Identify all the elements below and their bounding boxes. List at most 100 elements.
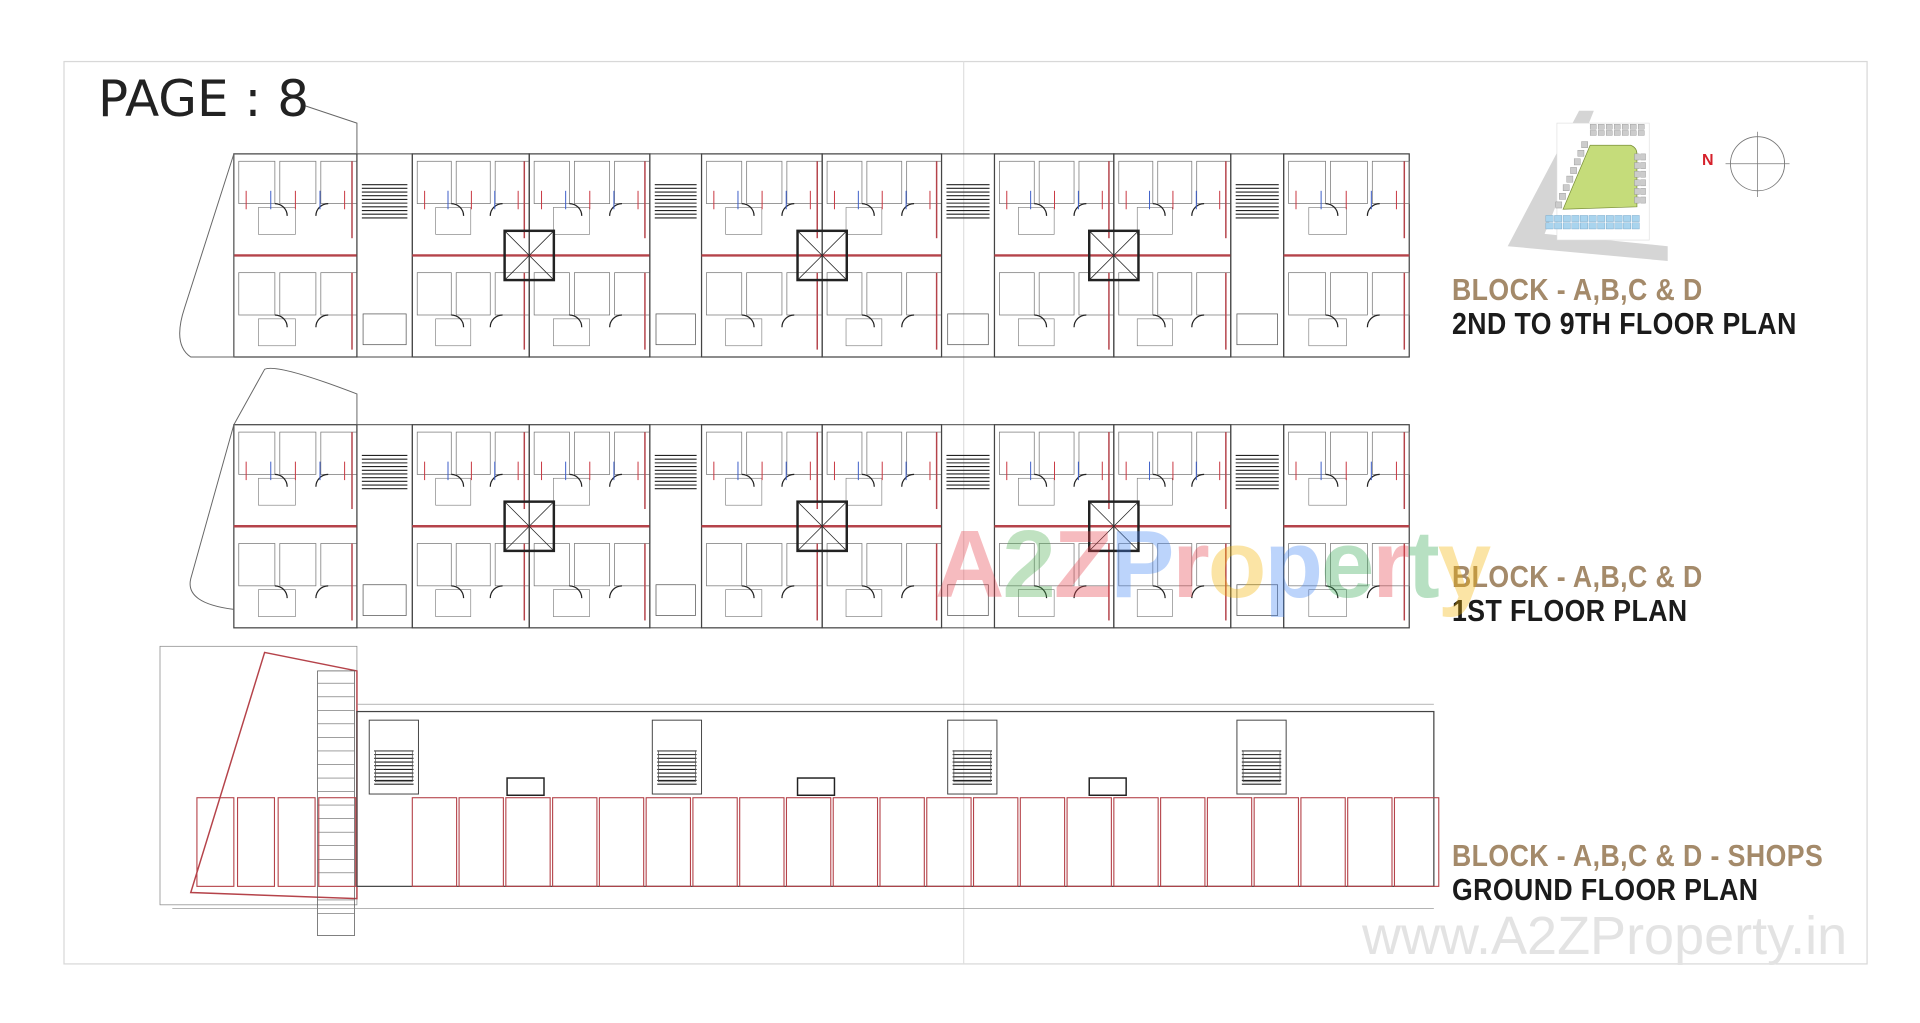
door-swing (1073, 473, 1087, 487)
door-swing (861, 314, 875, 328)
room (533, 543, 570, 587)
shop (552, 797, 598, 887)
tower-highlighted (1605, 222, 1614, 230)
door-swing (489, 314, 503, 328)
shop (645, 797, 692, 887)
north-label: N (1702, 152, 1714, 169)
shop (1019, 797, 1066, 887)
toilet (1308, 477, 1347, 506)
shop (236, 797, 276, 887)
room (999, 543, 1035, 587)
stair-core (651, 719, 703, 795)
duct-cross (797, 230, 848, 281)
tower (1640, 153, 1646, 161)
duct-cross (1088, 501, 1139, 552)
room (1371, 431, 1410, 475)
room (1157, 272, 1193, 316)
shop (1393, 797, 1440, 887)
tower-highlighted (1571, 222, 1580, 230)
toilet (725, 589, 763, 617)
door-swing (861, 585, 875, 599)
logo-letter: o (1207, 511, 1267, 618)
room (1038, 431, 1075, 475)
door-swing (781, 202, 795, 216)
room (1118, 543, 1154, 587)
toilet (845, 589, 883, 617)
tower-highlighted (1580, 222, 1588, 230)
a2zproperty-logo-watermark: A2ZProperty (935, 510, 1491, 620)
door-swing (1325, 473, 1339, 487)
door-swing (1325, 314, 1339, 328)
tower (1589, 130, 1597, 136)
door-swing (901, 314, 915, 328)
door-swing (781, 314, 795, 328)
room (416, 543, 452, 587)
room (706, 160, 743, 204)
room (706, 272, 743, 316)
tower (1640, 188, 1646, 195)
duct-cross (504, 501, 555, 552)
door-swing (569, 202, 583, 216)
site-boundary (189, 367, 358, 610)
door-swing (901, 202, 915, 216)
room (238, 431, 276, 475)
door-swing (1152, 585, 1166, 599)
tower (1597, 124, 1605, 130)
door-swing (1325, 585, 1339, 599)
door-swing (451, 585, 465, 599)
tower (1570, 167, 1577, 174)
tower (1629, 124, 1637, 130)
shop (318, 797, 357, 887)
room (1038, 160, 1075, 204)
toilet (258, 477, 296, 506)
tower-highlighted (1588, 222, 1597, 230)
block-heading-first: BLOCK - A,B,C & D (1452, 559, 1703, 594)
toilet (553, 477, 590, 506)
duct-shaft (503, 500, 556, 553)
tower (1640, 162, 1646, 169)
tower (1605, 124, 1613, 130)
room (706, 431, 743, 475)
door-swing (1366, 314, 1380, 328)
toilet (725, 318, 763, 347)
room (1371, 543, 1410, 587)
shop (1253, 797, 1300, 887)
room (826, 272, 863, 316)
room (1157, 431, 1193, 475)
room (1157, 543, 1193, 587)
room (826, 543, 863, 587)
room (1371, 272, 1410, 316)
toilet (435, 477, 472, 506)
lift (655, 313, 696, 346)
shop (277, 797, 316, 887)
tower-highlighted (1580, 215, 1588, 222)
room (455, 272, 491, 316)
door-swing (1073, 585, 1087, 599)
toilet (1308, 589, 1347, 617)
door-swing (901, 585, 915, 599)
tower-highlighted (1588, 215, 1597, 222)
tower (1605, 130, 1613, 136)
room (455, 543, 491, 587)
door-swing (315, 473, 329, 487)
toilet (1136, 207, 1173, 235)
room (1288, 431, 1326, 475)
shop (1206, 797, 1253, 887)
tower-highlighted (1614, 222, 1623, 230)
room (999, 431, 1035, 475)
room (1330, 272, 1368, 316)
tower-highlighted (1623, 222, 1631, 230)
toilet (435, 589, 472, 617)
door-swing (1034, 585, 1048, 599)
tower-highlighted (1631, 215, 1640, 222)
room (573, 431, 611, 475)
door-swing (781, 473, 795, 487)
tower (1634, 162, 1640, 169)
shop (196, 797, 235, 887)
room (455, 431, 491, 475)
tower (1637, 130, 1645, 136)
room (1371, 160, 1410, 204)
door-swing (741, 585, 755, 599)
tower (1634, 179, 1640, 187)
